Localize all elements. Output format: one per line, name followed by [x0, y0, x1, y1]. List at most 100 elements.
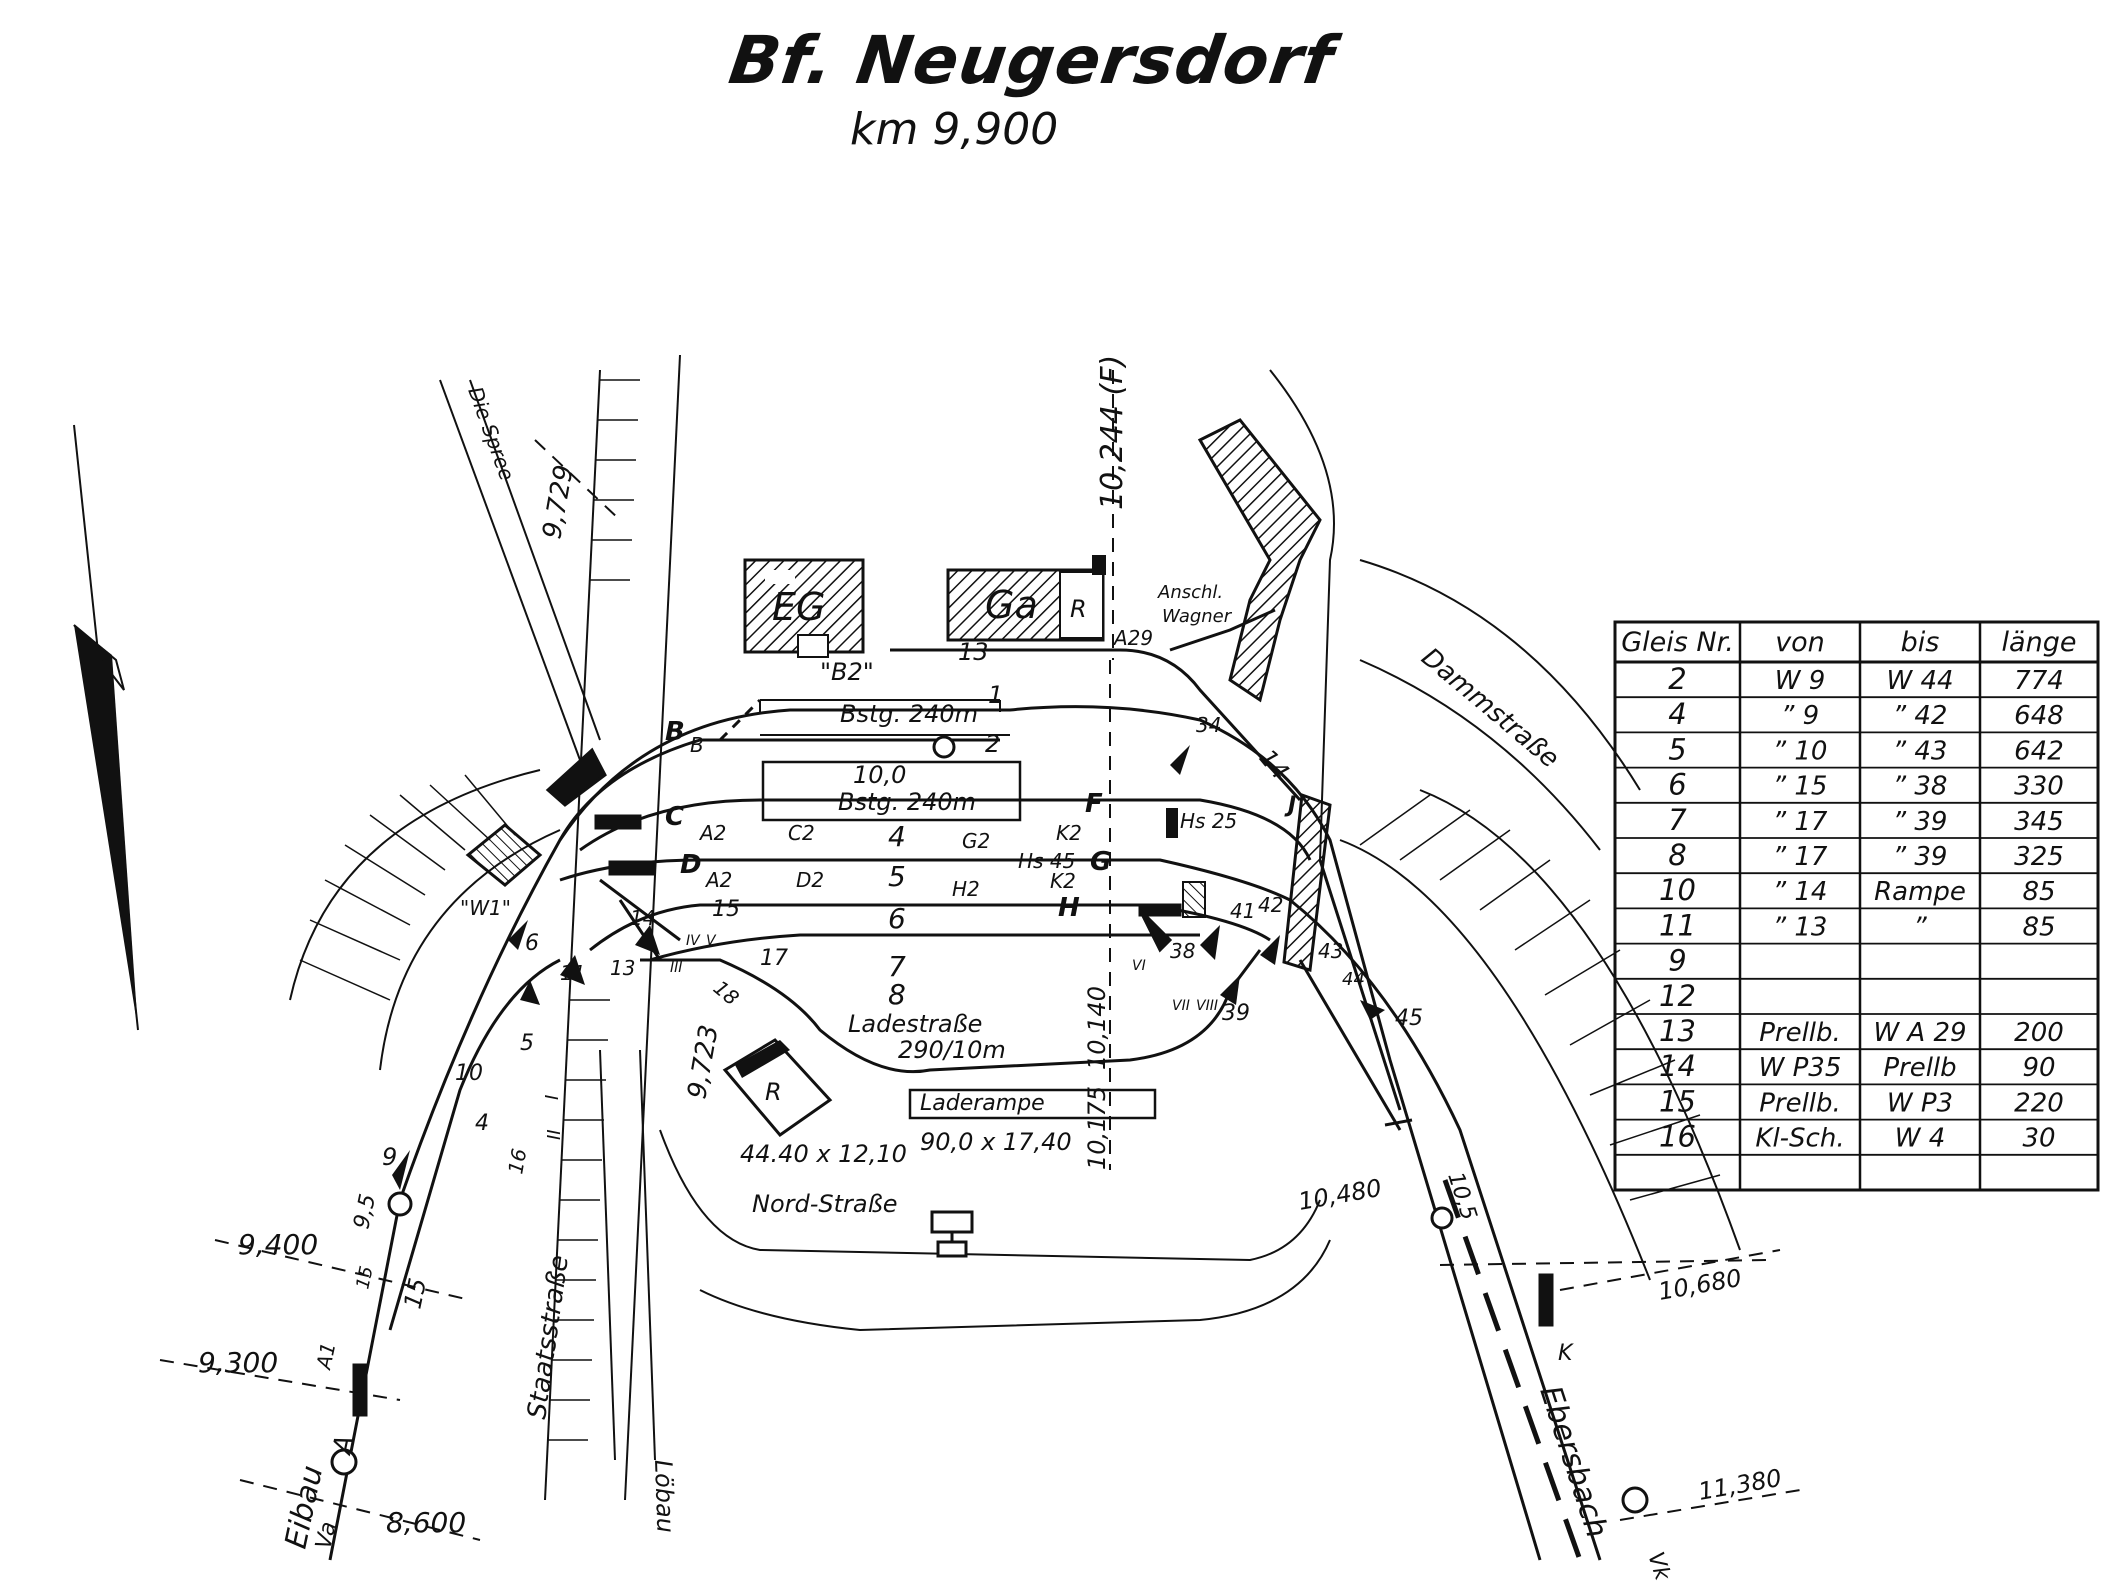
table-cell: W 4 [1895, 1124, 1946, 1154]
table-cell: Prellb [1883, 1053, 1956, 1083]
km-markers [159, 370, 1801, 1541]
building-nord-small [930, 1210, 974, 1258]
table-cell: 648 [2014, 701, 2064, 731]
table-cell: Rampe [1874, 877, 1966, 907]
svg-text:A: A [327, 1433, 360, 1459]
table-cell: ” 17 [1773, 842, 1828, 872]
svg-text:Laderampe: Laderampe [920, 1091, 1045, 1116]
table-cell: Prellb. [1759, 1088, 1841, 1118]
table-cell: W 44 [1886, 666, 1953, 696]
svg-text:J: J [1284, 793, 1296, 818]
svg-text:Ladestraße: Ladestraße [848, 1010, 982, 1038]
building-ga: Ga R [946, 555, 1106, 642]
svg-text:9,300: 9,300 [198, 1346, 278, 1379]
svg-text:G2: G2 [962, 829, 990, 853]
svg-text:II: II [544, 1129, 565, 1140]
svg-text:Wagner: Wagner [1162, 606, 1233, 627]
table-cell: 16 [1659, 1120, 1696, 1154]
street-staatsstrasse [544, 354, 681, 1501]
svg-text:15: 15 [352, 1264, 377, 1291]
table-cell: 30 [2022, 1124, 2055, 1154]
north-arrow-icon [73, 424, 139, 1031]
svg-text:K2: K2 [1056, 821, 1082, 845]
street-loebau [599, 1049, 656, 1461]
svg-text:6: 6 [888, 902, 906, 935]
bridge-right [1282, 792, 1332, 972]
table-cell: 12 [1659, 979, 1696, 1013]
table-cell: ” 39 [1893, 807, 1948, 837]
table-cell: ” [1913, 912, 1927, 942]
table-cell: Prellb. [1759, 1018, 1841, 1048]
svg-text:H2: H2 [952, 877, 980, 901]
table-cell: ” 42 [1893, 701, 1948, 731]
building-anschluss [1197, 418, 1322, 703]
table-cell: 642 [2014, 736, 2064, 766]
table-cell: 7 [1668, 803, 1687, 837]
svg-text:10: 10 [455, 1061, 483, 1086]
svg-text:VIII: VIII [1196, 998, 1218, 1014]
table-cell: 15 [1659, 1084, 1696, 1118]
svg-text:9,729: 9,729 [537, 463, 579, 542]
building-w1: "W1" [460, 823, 543, 920]
svg-text:III: III [670, 960, 682, 976]
svg-text:Hs 45: Hs 45 [1018, 849, 1075, 873]
table-cell: 5 [1668, 732, 1686, 766]
svg-text:Bstg. 240m: Bstg. 240m [840, 700, 978, 728]
table-cell: 6 [1668, 768, 1686, 802]
signal-box-hs25 [1166, 808, 1206, 918]
svg-text:Löbau: Löbau [649, 1459, 680, 1533]
svg-text:10,0: 10,0 [853, 761, 906, 789]
svg-text:90,0 x 17,40: 90,0 x 17,40 [920, 1128, 1072, 1156]
table-header: länge [2002, 627, 2077, 658]
diagram-subtitle: km 9,900 [850, 104, 1059, 155]
svg-text:290/10m: 290/10m [898, 1036, 1006, 1064]
svg-text:Dammstraße: Dammstraße [1416, 642, 1565, 774]
svg-text:Hs 25: Hs 25 [1180, 809, 1237, 833]
svg-text:A2: A2 [698, 821, 726, 845]
table-cell: 774 [2014, 666, 2064, 696]
svg-text:43: 43 [1318, 939, 1343, 963]
svg-text:D2: D2 [796, 868, 824, 892]
table-header: bis [1901, 627, 1940, 658]
table-cell: 90 [2022, 1053, 2055, 1083]
building-loading-r: R [722, 1038, 833, 1138]
table-cell: ” 15 [1773, 772, 1828, 802]
svg-text:9,723: 9,723 [682, 1023, 724, 1102]
svg-text:IV: IV [686, 933, 701, 949]
table-cell: ” 10 [1773, 736, 1828, 766]
svg-text:Vk: Vk [1642, 1549, 1675, 1584]
svg-text:44: 44 [1342, 969, 1365, 990]
svg-text:R: R [765, 1078, 782, 1106]
table-cell: 10 [1659, 873, 1696, 907]
svg-text:10,175: 10,175 [1083, 1086, 1111, 1170]
table-cell: 200 [2014, 1018, 2064, 1048]
svg-text:17: 17 [760, 946, 788, 971]
svg-text:"B2": "B2" [820, 658, 874, 686]
svg-text:VII: VII [1172, 998, 1190, 1014]
embankment-left [289, 769, 561, 1071]
svg-text:5: 5 [888, 860, 906, 893]
svg-text:18: 18 [709, 975, 744, 1010]
line-ebersbach-dashed [1442, 1179, 1583, 1561]
table-cell: 345 [2014, 807, 2064, 837]
table-header: von [1775, 627, 1825, 658]
svg-text:42: 42 [1258, 893, 1283, 917]
svg-text:B: B [690, 733, 704, 757]
table-frame [1613, 620, 2100, 1192]
svg-text:8: 8 [888, 978, 906, 1011]
table-cell: ” 39 [1893, 842, 1948, 872]
table-cell: 11 [1659, 908, 1696, 942]
svg-text:K2: K2 [1050, 869, 1076, 893]
street-dammstrasse [1269, 369, 1641, 861]
svg-text:45: 45 [1395, 1006, 1423, 1031]
svg-text:10,244 (F): 10,244 (F) [1095, 355, 1130, 510]
svg-text:A1: A1 [311, 1340, 340, 1373]
table-cell: W P3 [1887, 1088, 1953, 1118]
svg-text:I: I [542, 1095, 563, 1100]
svg-text:Bstg. 240m: Bstg. 240m [838, 788, 976, 816]
switch-marks [392, 745, 1385, 1190]
platform-ladestrasse [761, 760, 1157, 1120]
svg-text:5: 5 [520, 1031, 534, 1056]
svg-text:VI: VI [1132, 958, 1146, 974]
svg-text:10,480: 10,480 [1296, 1174, 1384, 1216]
